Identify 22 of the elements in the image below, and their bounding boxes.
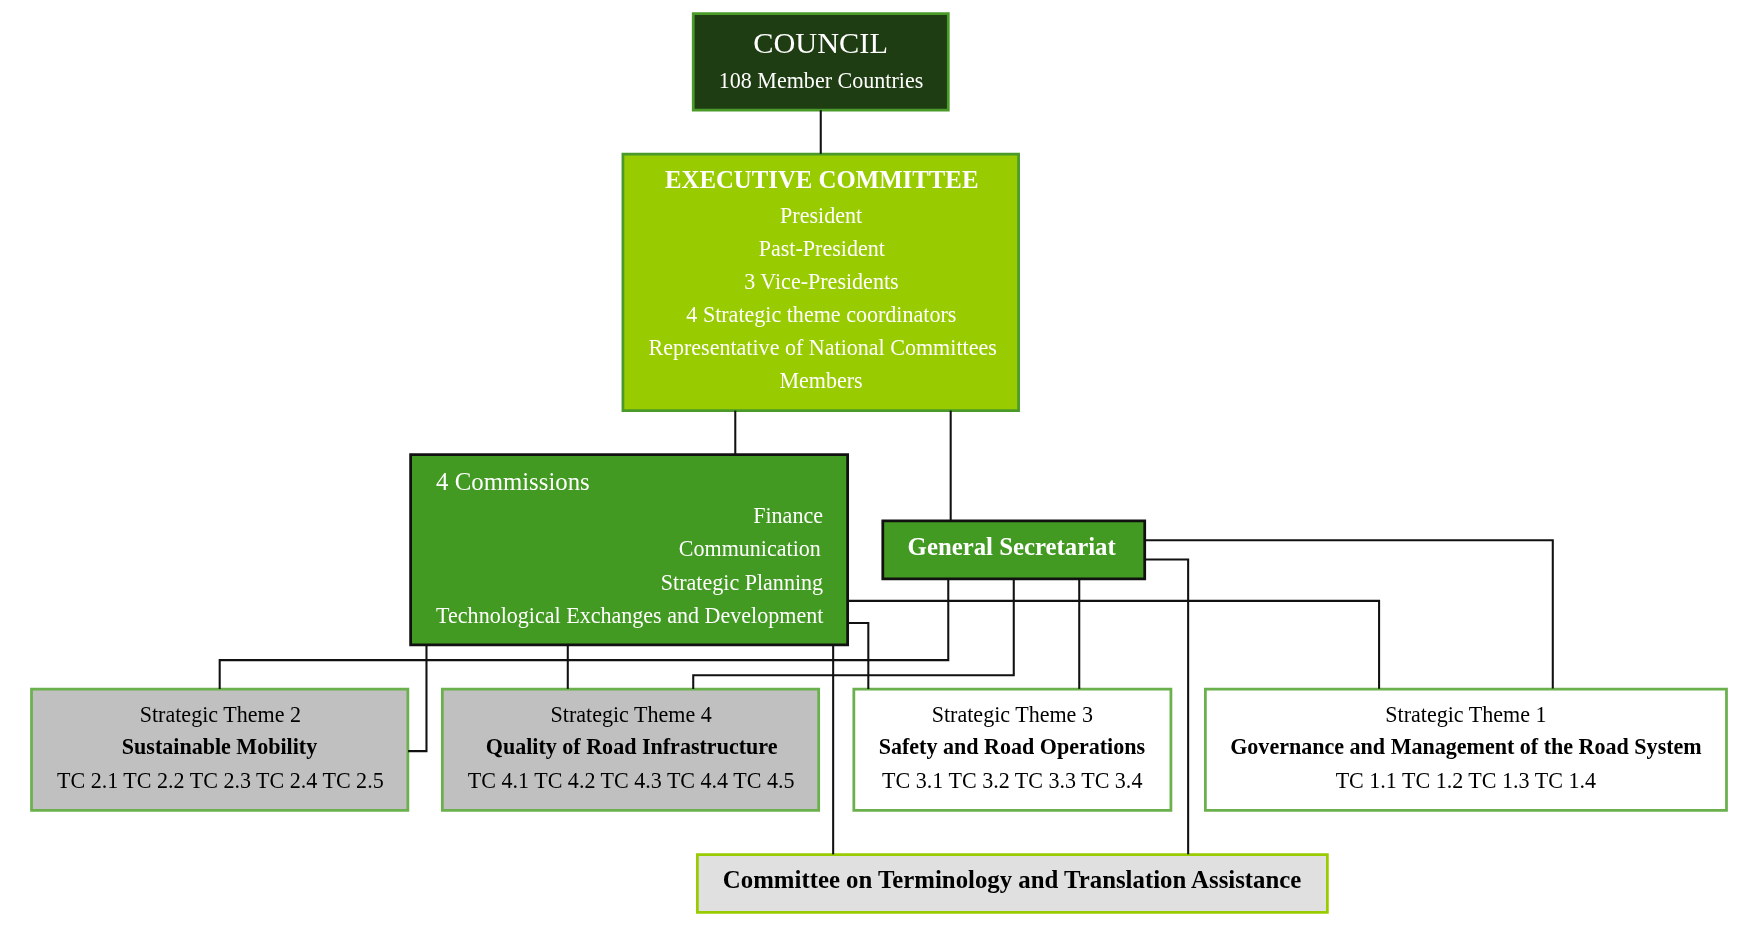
connector [218, 578, 950, 689]
connector [734, 410, 737, 455]
node-box: General Secretariat [881, 519, 1147, 581]
connector [848, 599, 1381, 689]
node-box: Strategic Theme 3 Safety and Road Operations TC 3.1 TC 3.2 TC 3.3 TC 3.4 [852, 687, 1173, 812]
node-box: Strategic Theme 2 Sustainable Mobility TC 2.1 TC 2.2 TC 2.3 TC 2.4 TC 2.5 [30, 687, 410, 812]
connector [949, 410, 952, 521]
connector [847, 621, 870, 689]
node-box: 4 Commissions Finance Communication Strategic Planning Technological Exchanges and Development [409, 453, 849, 647]
node-box: COUNCIL 108 Member Countries [691, 12, 950, 112]
node-box: Strategic Theme 4 Quality of Road Infrastructure TC 4.1 TC 4.2 TC 4.3 TC 4.4 TC 4.5 [440, 687, 821, 812]
connector [1078, 578, 1081, 689]
connector [692, 578, 1015, 689]
connector [819, 110, 822, 154]
connector [1145, 558, 1190, 855]
connector [1144, 539, 1554, 689]
connector [832, 645, 835, 855]
node-box: Strategic Theme 1 Governance and Management of the Road System TC 1.1 TC 1.2 TC 1.3 TC 1.4 [1204, 687, 1728, 812]
node-box: EXECUTIVE COMMITTEE President Past-President 3 Vice-Presidents 4 Strategic theme coordinators Representative of National Committees Members [621, 152, 1020, 412]
node-box: Committee on Terminology and Translation Assistance [696, 853, 1329, 914]
connector [408, 645, 428, 753]
connector [566, 645, 569, 689]
